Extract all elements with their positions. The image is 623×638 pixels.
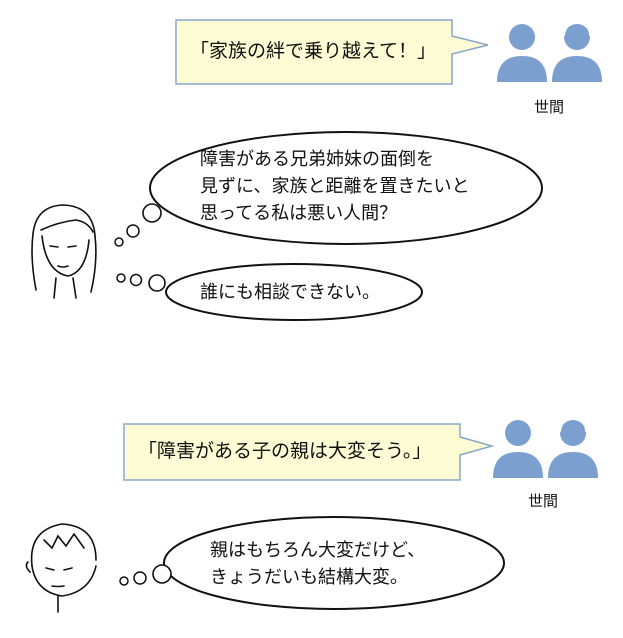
thought-bubble-main-2 <box>119 516 505 610</box>
callout-text-2: 「障害がある子の親は大変そう。」 <box>138 440 432 462</box>
speech-callout-1 <box>175 19 489 85</box>
callout-text-1: 「家族の絆で乗り越えて！」 <box>190 40 437 62</box>
person-hair-detail <box>563 21 591 37</box>
thought-main-line-3: 思ってる私は悪い人間？ <box>200 203 398 224</box>
thought-bubble-main-1 <box>114 131 543 247</box>
thought-main2-line-2: きょうだいも結構大変。 <box>210 567 408 588</box>
thought-main-line-1: 障害がある兄弟姉妹の面倒を <box>200 149 434 170</box>
boy-face-icon <box>25 523 97 613</box>
people-label-1: 世間 <box>534 98 565 116</box>
thought-main-line-2: 見ずに、家族と距離を置きたいと <box>200 176 470 197</box>
girl-face-icon <box>31 204 97 299</box>
thought-main2-line-1: 親はもちろん大変だけど、 <box>210 540 426 561</box>
people-icon <box>497 24 602 82</box>
people-label-2: 世間 <box>528 492 559 510</box>
thought-small-text: 誰にも相談できない。 <box>200 282 380 303</box>
people-icon <box>493 420 598 478</box>
speech-callout-2 <box>123 423 495 481</box>
thought-bubble-small-1 <box>116 263 423 321</box>
person-hair-detail <box>559 417 587 433</box>
